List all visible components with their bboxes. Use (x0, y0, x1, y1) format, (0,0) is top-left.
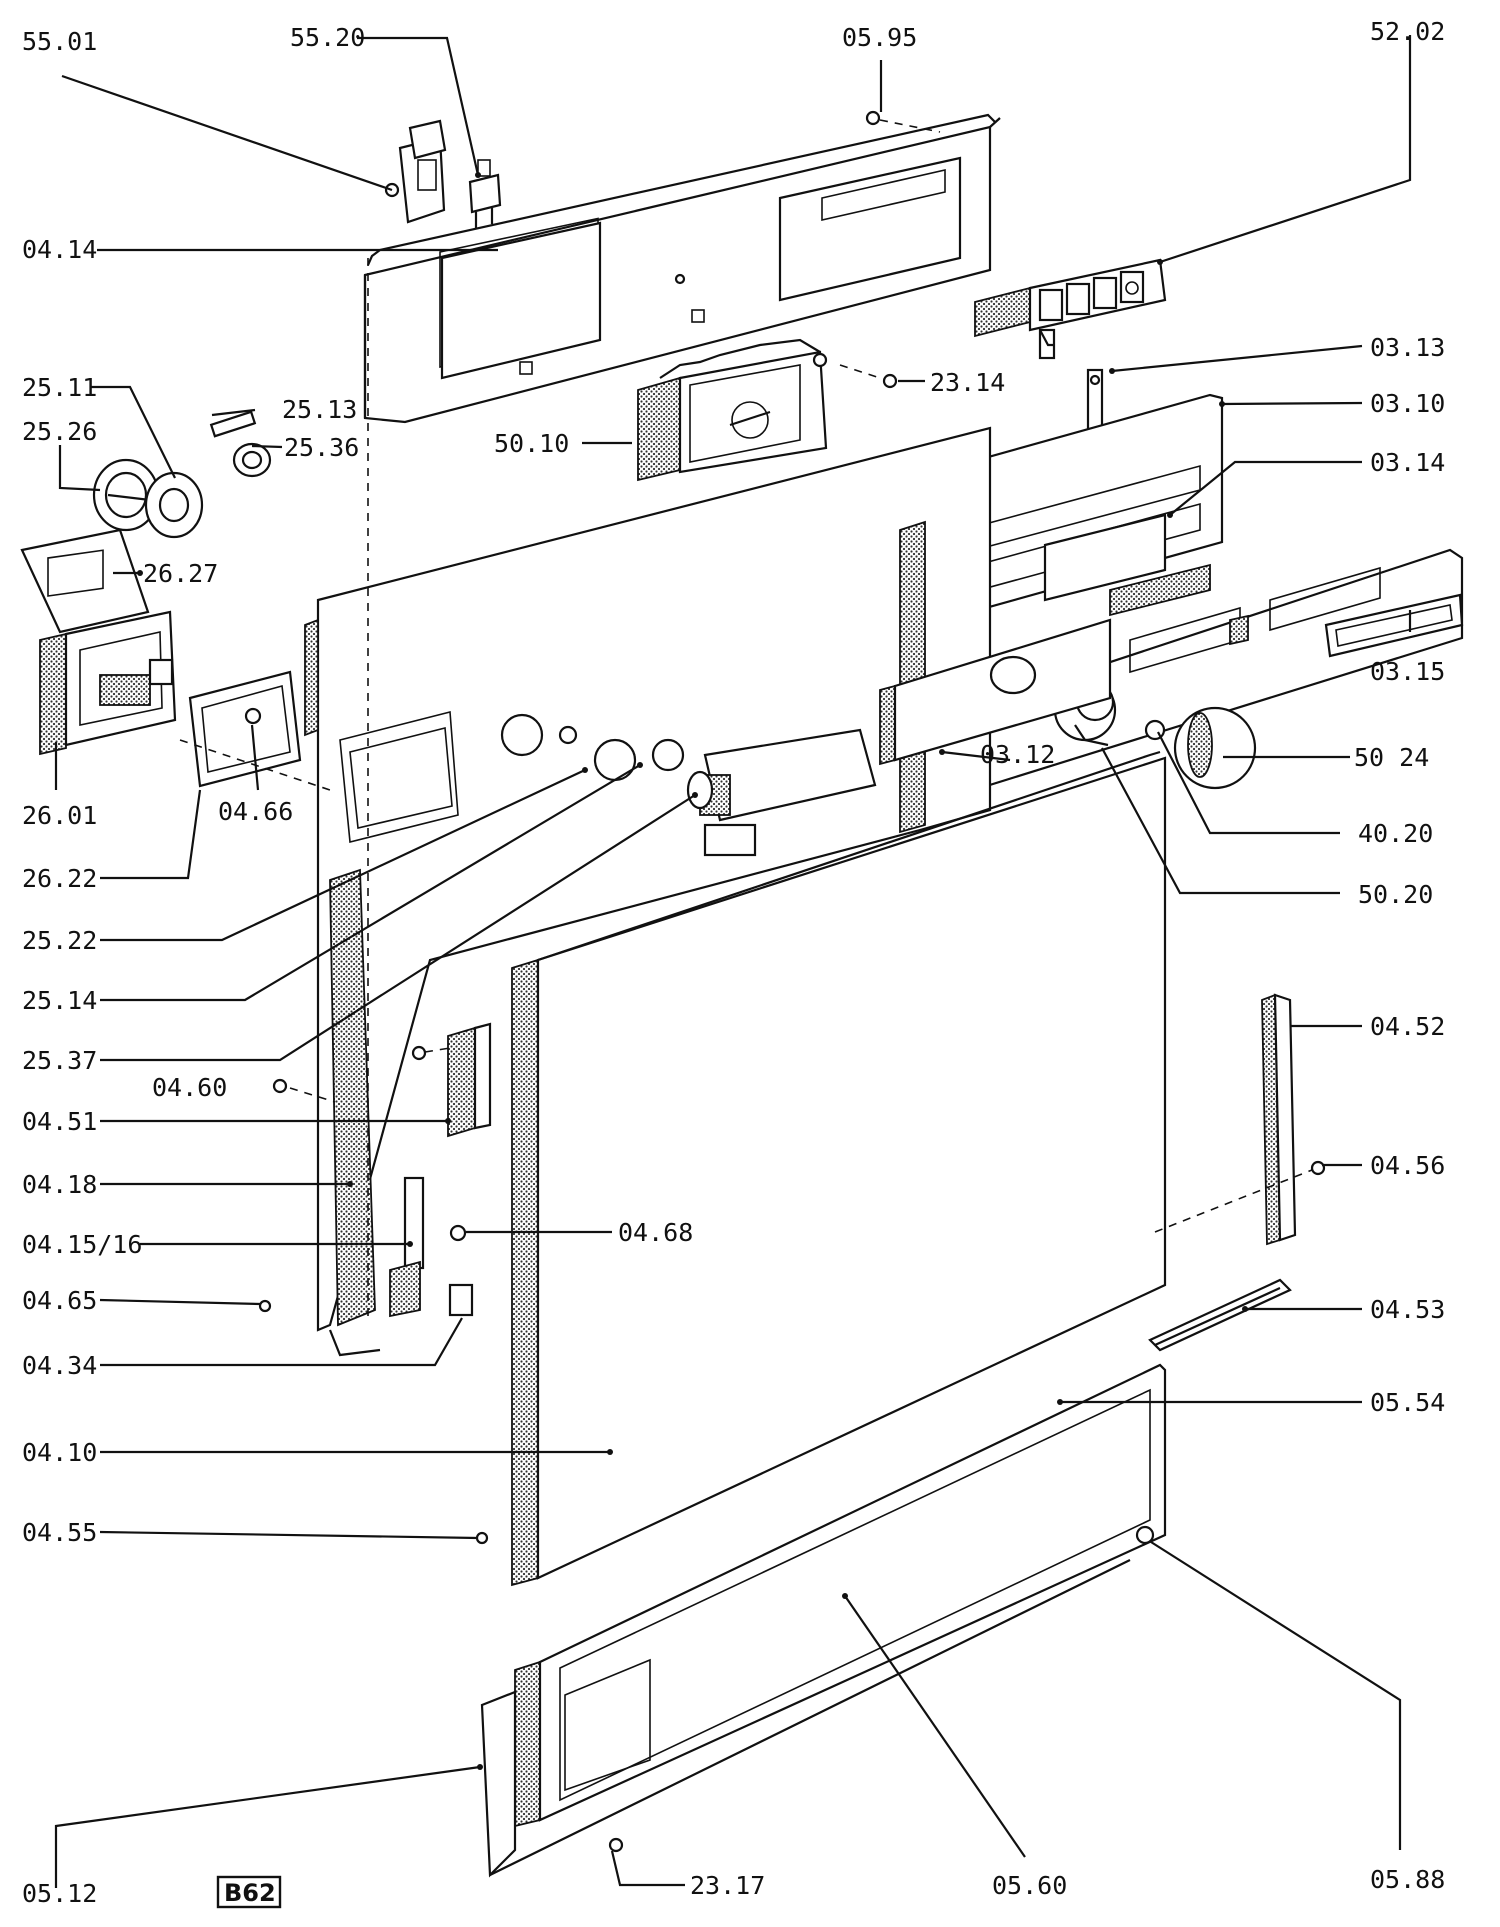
side-strip-04-52 (1261, 993, 1297, 1246)
label-03-15: 03.15 (1370, 657, 1445, 686)
label-26-22: 26.22 (22, 864, 97, 893)
label-04-65: 04.65 (22, 1286, 97, 1315)
part-labels: 55.01 55.20 05.95 52.02 04.14 03.13 23.1… (22, 17, 1445, 1908)
label-52-02: 52.02 (1370, 17, 1445, 46)
knob-assembly-part (92, 458, 204, 539)
detergent-dispenser-housing (20, 528, 177, 756)
label-03-12: 03.12 (980, 740, 1055, 769)
microswitch-part (468, 159, 502, 228)
label-25-26: 25.26 (22, 417, 97, 446)
label-04-10: 04.10 (22, 1438, 97, 1467)
control-bracket-plate (363, 113, 1001, 424)
door-front-panel (511, 750, 1167, 1587)
pushbutton-switch-block (974, 258, 1167, 360)
label-40-20: 40.20 (1358, 819, 1433, 848)
knob-50-24-part (1144, 706, 1257, 790)
leader-dots (137, 172, 1248, 1770)
label-50-20: 50.20 (1358, 880, 1433, 909)
label-04-34: 04.34 (22, 1351, 97, 1380)
label-04-68: 04.68 (618, 1218, 693, 1247)
label-04-56: 04.56 (1370, 1151, 1445, 1180)
label-25-13: 25.13 (282, 395, 357, 424)
label-05-88: 05.88 (1370, 1865, 1445, 1894)
label-25-37: 25.37 (22, 1046, 97, 1075)
screw-set (258, 1078, 1326, 1853)
rail-04-53 (1148, 1278, 1292, 1352)
label-05-95: 05.95 (842, 23, 917, 52)
label-04-14: 04.14 (22, 235, 97, 264)
lamp-cover-part (1324, 593, 1464, 658)
inner-door-panel (304, 426, 992, 1357)
label-04-60: 04.60 (152, 1073, 227, 1102)
label-23-14: 23.14 (930, 368, 1005, 397)
label-25-36: 25.36 (284, 433, 359, 462)
kickplate-frame (514, 1363, 1167, 1828)
label-04-52: 04.52 (1370, 1012, 1445, 1041)
label-50-24: 50 24 (1354, 743, 1429, 772)
screw-23-14-part (839, 364, 898, 389)
label-03-14: 03.14 (1370, 448, 1445, 477)
trim-strip-part (1109, 563, 1211, 617)
label-25-22: 25.22 (22, 926, 97, 955)
label-25-14: 25.14 (22, 986, 97, 1015)
label-05-60: 05.60 (992, 1871, 1067, 1900)
panel-03-12-part (879, 618, 1112, 766)
badge-text: B62 (224, 1879, 276, 1907)
backing-plate-05-12 (480, 1559, 1131, 1878)
timer-motor-part (637, 338, 828, 482)
label-04-55: 04.55 (22, 1518, 97, 1547)
label-04-18: 04.18 (22, 1170, 97, 1199)
dispenser-gasket (188, 670, 302, 788)
label-04-51: 04.51 (22, 1107, 97, 1136)
label-05-12: 05.12 (22, 1879, 97, 1908)
drawing-code-badge: B62 (216, 1875, 282, 1909)
label-05-54: 05.54 (1370, 1388, 1445, 1417)
rinse-aid-dispenser (686, 728, 877, 857)
label-03-13: 03.13 (1370, 333, 1445, 362)
pin-and-ring-part (209, 410, 272, 478)
label-50-10: 50.10 (494, 429, 569, 458)
hinge-bracket-04-51 (411, 1022, 492, 1138)
label-04-53: 04.53 (1370, 1295, 1445, 1324)
label-23-17: 23.17 (690, 1871, 765, 1900)
label-04-66: 04.66 (218, 797, 293, 826)
label-26-01: 26.01 (22, 801, 97, 830)
screw-part (865, 110, 941, 133)
hinge-bracket-04-15 (389, 1176, 474, 1318)
label-55-01: 55.01 (22, 27, 97, 56)
leader-lines (54, 35, 1412, 1888)
door-switch-part (384, 119, 447, 224)
label-55-20: 55.20 (290, 23, 365, 52)
label-26-27: 26.27 (143, 559, 218, 588)
label-25-11: 25.11 (22, 373, 97, 402)
label-03-10: 03.10 (1370, 389, 1445, 418)
label-04-15-16: 04.15/16 (22, 1230, 142, 1259)
